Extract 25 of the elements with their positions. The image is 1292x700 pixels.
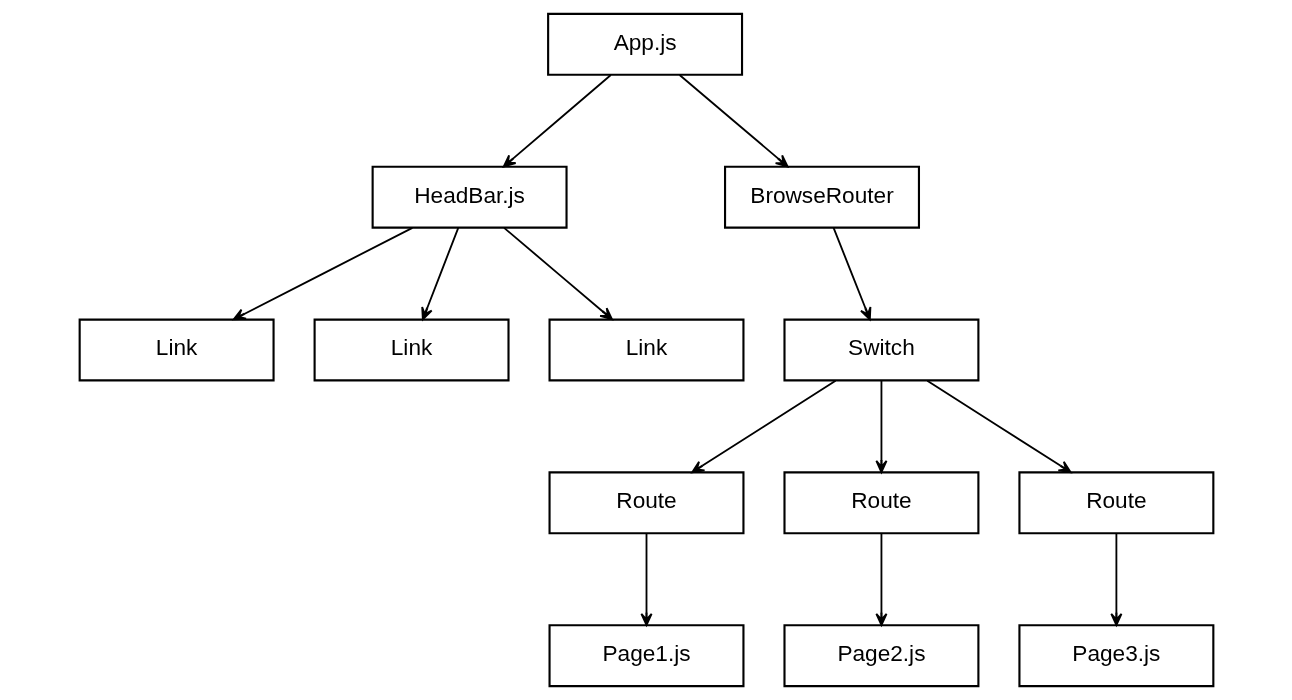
arrow	[502, 226, 613, 321]
arrow	[925, 379, 1072, 474]
arrow	[420, 226, 459, 321]
node-box: Route	[782, 471, 979, 535]
arrow	[678, 74, 788, 168]
node-box: Route	[1017, 471, 1214, 535]
arrow	[874, 379, 887, 474]
arrow	[232, 226, 413, 321]
node-box: HeadBar.js	[371, 165, 568, 229]
arrow	[690, 379, 836, 474]
node-box: Link	[548, 318, 744, 382]
arrow	[832, 226, 871, 321]
node-box: App.js	[546, 12, 743, 76]
node-box: Switch	[782, 318, 979, 382]
node-box: Route	[548, 471, 744, 535]
arrow	[1109, 532, 1122, 626]
arrow	[874, 532, 887, 626]
node-box: BrowseRouter	[723, 165, 920, 229]
node-box: Page2.js	[782, 624, 979, 688]
node-box: Page1.js	[548, 624, 744, 688]
node-box: Link	[78, 318, 275, 382]
arrow	[502, 74, 612, 168]
arrow	[640, 532, 652, 626]
node-box: Page3.js	[1017, 624, 1214, 688]
node-box: Link	[313, 318, 510, 382]
